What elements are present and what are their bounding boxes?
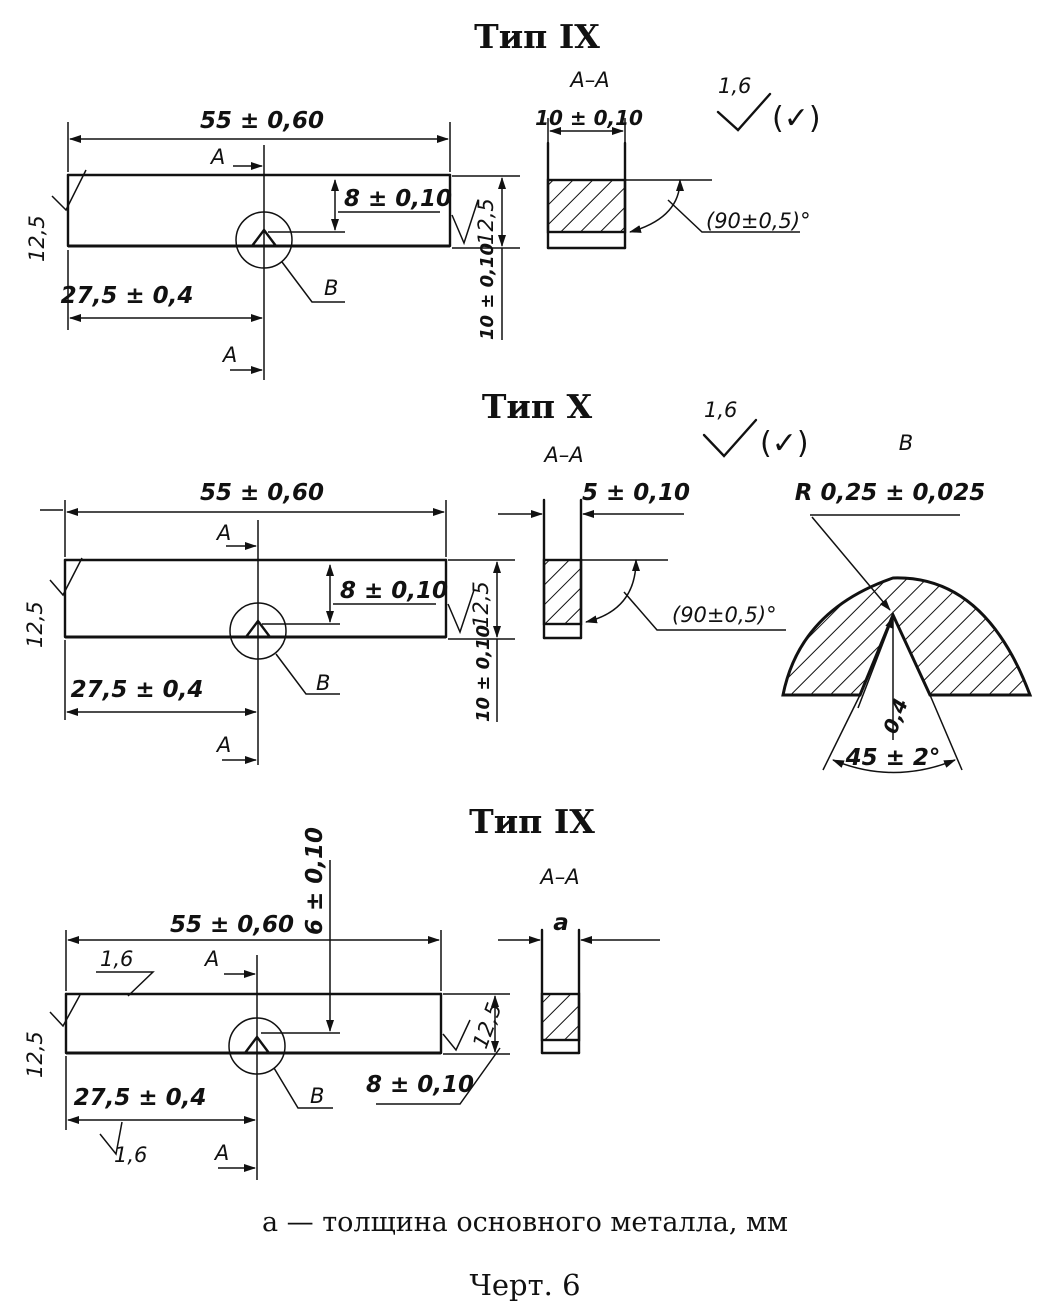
notch-depth-dim: 8 ± 0,10: [366, 1072, 474, 1098]
detail-radius: R 0,25 ± 0,025: [795, 480, 986, 506]
section-width-dim: 10 ± 0,10: [535, 106, 643, 130]
detail-depth: 0,4: [878, 695, 913, 737]
type-ix-bottom: Тип IX 55 ± 0,60 1,6 А А 27,5 ± 0,4 1,6 …: [23, 802, 660, 1180]
height-left-dim: 12,5: [23, 1031, 47, 1078]
detail-label: В: [899, 431, 913, 455]
type-ix-top: Тип IX 55 ± 0,60 А А 27,5 ± 0,4 8 ± 0,10: [25, 17, 821, 380]
figure-label: Черт. 6: [469, 1268, 580, 1302]
type-x-title: Тип X: [482, 387, 593, 426]
section-view: a: [498, 910, 660, 1055]
specimen-body: [64, 955, 443, 1180]
section-title: А–А: [542, 443, 583, 467]
section-width-dim: 5 ± 0,10: [582, 480, 690, 506]
roughness-paren: (✓): [772, 101, 821, 136]
roughness-symbol: 1,6 (✓): [702, 398, 809, 461]
width-dim: 10 ± 0,10: [477, 243, 498, 340]
notch-depth-dim: 8 ± 0,10: [340, 578, 448, 604]
section-title: А–А: [568, 68, 609, 92]
height-left-dim: 12,5: [23, 601, 47, 648]
roughness-bottom: 1,6: [114, 1143, 147, 1167]
half-length-dim: 27,5 ± 0,4: [61, 283, 194, 309]
section-mark-bottom: А: [221, 343, 237, 367]
section-mark-top: А: [203, 947, 219, 971]
section-mark-bottom: А: [215, 733, 231, 757]
specimen-body: [63, 520, 448, 765]
roughness-top: 1,6: [100, 947, 133, 971]
length-dim: 55 ± 0,60: [200, 108, 324, 134]
section-width-dim: a: [553, 910, 569, 936]
section-mark-bottom: А: [213, 1141, 229, 1165]
detail-mark: В: [316, 671, 330, 695]
detail-angle: 45 ± 2°: [845, 745, 941, 771]
height-left-dim: 12,5: [25, 215, 49, 262]
width-dim: 10 ± 0,10: [473, 625, 494, 722]
section-mark-top: А: [209, 145, 225, 169]
specimen-body: [66, 145, 452, 380]
section-title: А–А: [538, 865, 579, 889]
half-length-dim: 27,5 ± 0,4: [71, 677, 204, 703]
detail-mark: В: [310, 1084, 324, 1108]
height-right-dim: 12,5: [469, 581, 493, 628]
width-dim: 6 ± 0,10: [302, 827, 328, 935]
section-view: 5 ± 0,10 (90±0,5)°: [498, 480, 786, 640]
section-view: 10 ± 0,10 (90±0,5)°: [535, 106, 811, 250]
caption: a — толщина основного металла, мм: [262, 1207, 788, 1238]
angle-dim: (90±0,5)°: [706, 209, 811, 233]
roughness-paren: (✓): [760, 426, 809, 461]
section-mark-top: А: [215, 521, 231, 545]
type-ix-bottom-title: Тип IX: [469, 802, 595, 841]
notch-depth-dim: 8 ± 0,10: [344, 186, 452, 212]
length-dim: 55 ± 0,60: [170, 912, 294, 938]
height-right-dim: 12,5: [468, 1000, 507, 1052]
angle-dim: (90±0,5)°: [672, 603, 777, 627]
type-x: Тип X 55 ± 0,60 А А 27,5 ± 0,4 8 ± 0,10 …: [23, 387, 1033, 774]
roughness-value: 1,6: [704, 398, 737, 422]
half-length-dim: 27,5 ± 0,4: [74, 1085, 207, 1111]
detail-b: В 45 ± 2° R 0,25 ± 0,025 0,4: [781, 431, 1033, 774]
roughness-value: 1,6: [718, 74, 751, 98]
detail-section: [781, 576, 1033, 697]
height-right-dim: 12,5: [474, 198, 498, 245]
roughness-symbol: 1,6 (✓): [716, 74, 821, 136]
detail-mark: В: [324, 276, 338, 300]
type-ix-top-title: Тип IX: [474, 17, 600, 56]
length-dim: 55 ± 0,60: [200, 480, 324, 506]
